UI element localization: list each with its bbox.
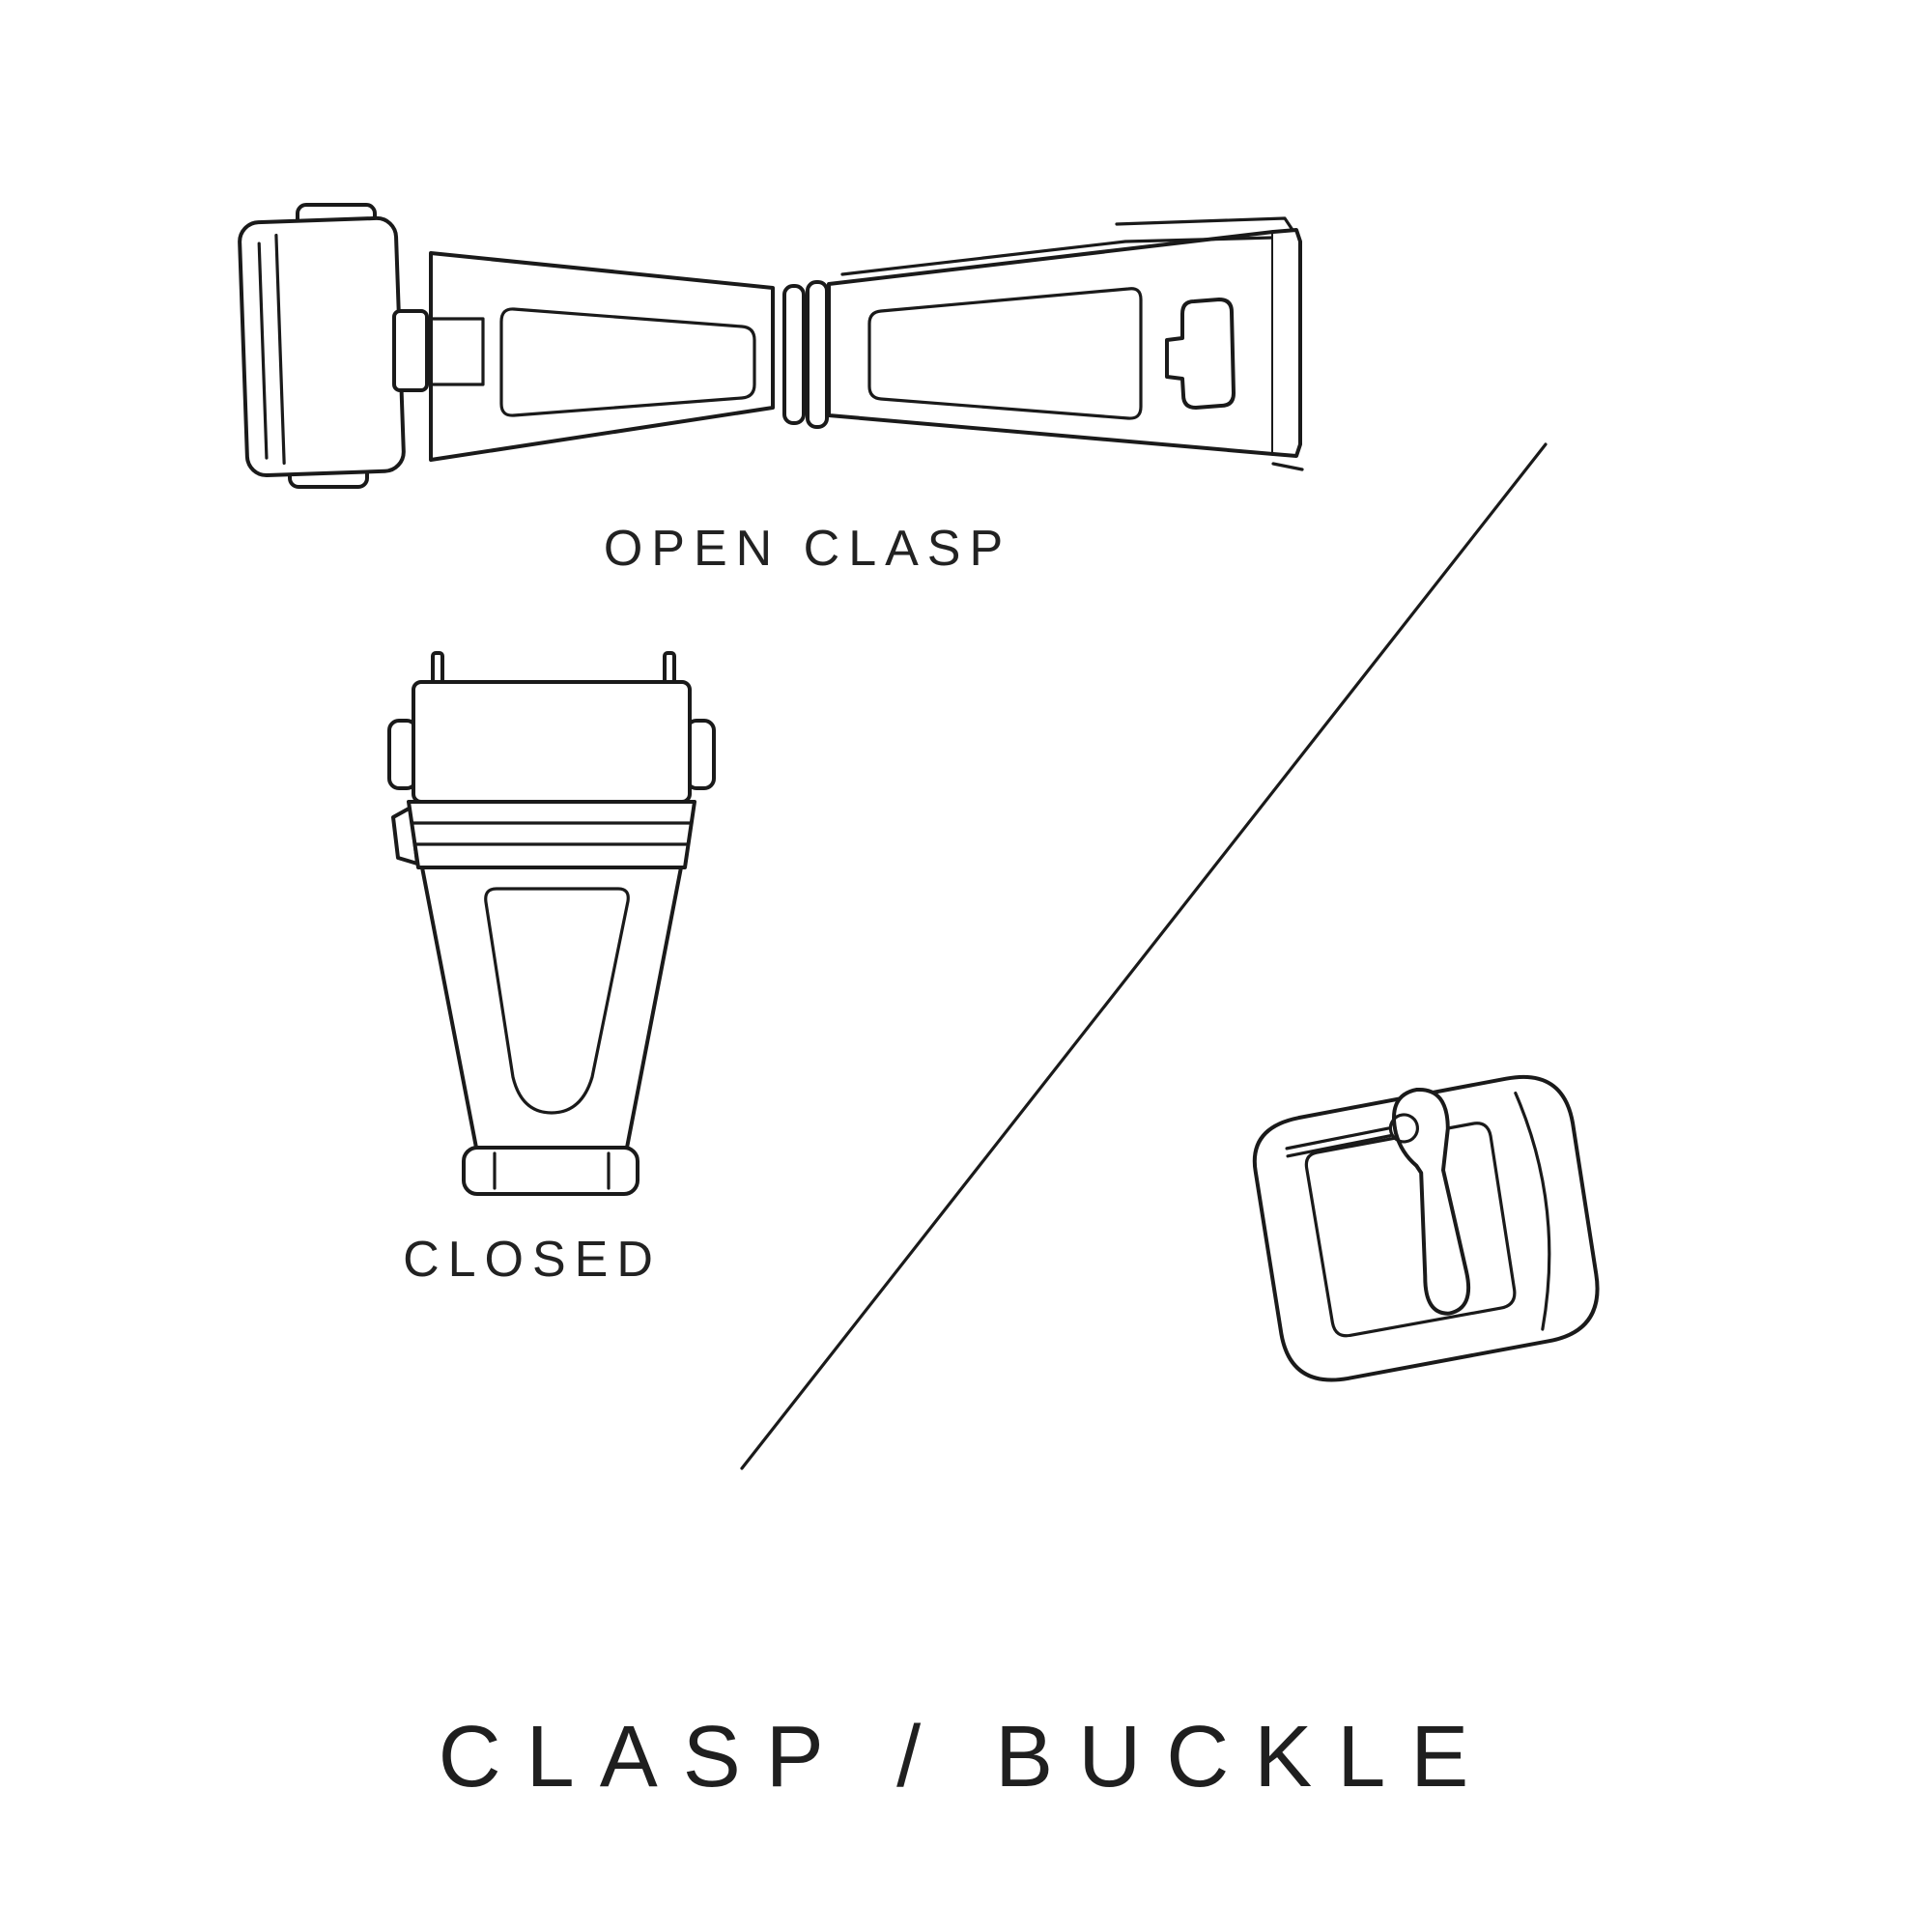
tang-buckle-illustration	[1252, 1074, 1600, 1382]
page-title: CLASP / BUCKLE	[438, 1709, 1494, 1805]
closed-clasp-band	[407, 800, 696, 869]
buckle-opening	[1304, 1122, 1517, 1338]
open-clasp-hinge-bar-1	[782, 284, 806, 425]
buckle-tongue	[1391, 1088, 1471, 1316]
open-clasp-bottom-edge-line	[1271, 462, 1304, 471]
closed-clasp-foot	[462, 1146, 639, 1196]
diagonal-divider-line	[740, 442, 1548, 1470]
open-clasp-fold-line	[840, 236, 1275, 276]
open-clasp-left-blade	[429, 251, 775, 462]
open-clasp-top-edge-line	[1115, 216, 1294, 232]
open-clasp-left-window	[499, 307, 756, 417]
closed-clasp-cover	[412, 680, 692, 804]
open-clasp-right-window	[867, 287, 1143, 420]
open-clasp-connector	[392, 309, 429, 392]
closed-clasp-caption: CLOSED	[403, 1232, 662, 1288]
open-clasp-illustration	[238, 203, 1304, 489]
open-clasp-keeper	[1165, 298, 1236, 410]
buckle-band-curve	[1514, 1091, 1551, 1331]
buckle-axle	[1285, 1126, 1391, 1151]
open-clasp-hinge-bar-2	[806, 280, 829, 429]
open-clasp-release-notch	[430, 317, 485, 386]
closed-clasp-window	[484, 887, 630, 1115]
closed-clasp-body	[420, 866, 683, 1150]
open-clasp-right-cap	[1271, 228, 1302, 458]
open-clasp-end-plate	[238, 215, 406, 478]
closed-clasp-illustration	[387, 651, 716, 1196]
open-clasp-caption: OPEN CLASP	[603, 521, 1012, 577]
buckle-tongue-loop	[1388, 1113, 1420, 1144]
